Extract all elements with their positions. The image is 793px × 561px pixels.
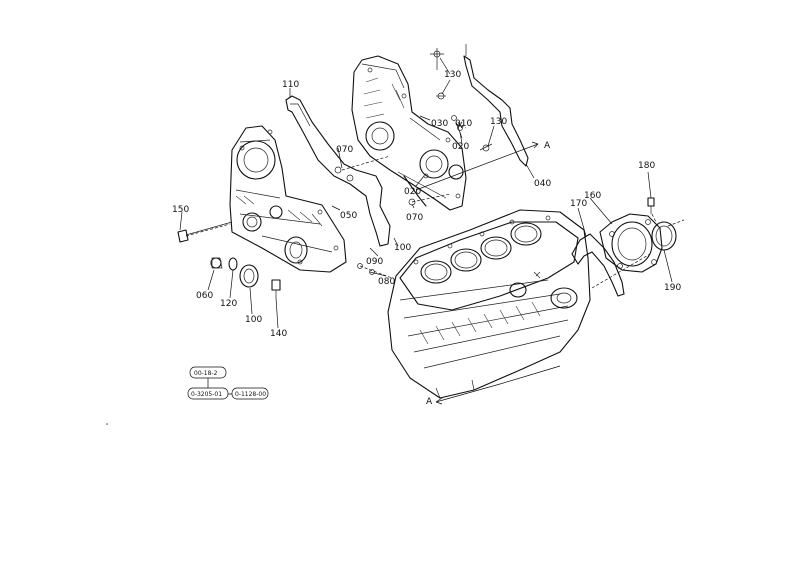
callout-160: 160: [584, 191, 601, 201]
callout-090: 090: [366, 257, 383, 267]
front-cover-gasket: [463, 44, 529, 167]
small-parts-left: [177, 166, 375, 298]
stray-dot: [106, 423, 108, 425]
reference-lines: [185, 123, 685, 289]
datum-label-a-bottom: A: [426, 397, 433, 407]
callout-110: 110: [282, 80, 299, 90]
callout-040: 040: [534, 179, 551, 189]
refcode-left: 0-3205-01: [191, 391, 222, 398]
front-cover: [351, 55, 467, 211]
callout-080: 080: [378, 277, 395, 287]
callout-140: 140: [270, 329, 287, 339]
callout-030: 030: [431, 119, 448, 129]
small-parts-top: [408, 48, 655, 214]
callout-070-top: 070: [336, 145, 353, 155]
rear-oil-seal-case-gasket: [571, 233, 625, 297]
callout-150: 150: [172, 205, 189, 215]
callout-060: 060: [196, 291, 213, 301]
refcode-right: 0-1128-00: [235, 391, 266, 398]
cylinder-block: [387, 209, 591, 399]
leader-lines: [179, 57, 673, 329]
callout-120: 120: [220, 299, 237, 309]
datum-line-a-top: [415, 141, 539, 191]
callout-130-right: 130: [490, 117, 507, 127]
datum-line-a-bottom: [435, 365, 561, 405]
callout-170: 170: [570, 199, 587, 209]
gear-case-gasket: [285, 95, 391, 247]
callout-100-mid: 100: [394, 243, 411, 253]
refcode-top: 00-18-2: [194, 370, 218, 377]
callout-labels: 110 130 030 010 020 130 A 070 020 040 18…: [172, 70, 681, 407]
callout-180: 180: [638, 161, 655, 171]
callout-050: 050: [340, 211, 357, 221]
callout-190: 190: [664, 283, 681, 293]
callout-020-top: 020: [452, 142, 469, 152]
callout-100-bottom: 100: [245, 315, 262, 325]
datum-label-a-top: A: [544, 141, 551, 151]
gear-case: [229, 125, 347, 273]
callout-070-mid: 070: [406, 213, 423, 223]
callout-010: 010: [455, 119, 472, 129]
callout-130-top: 130: [444, 70, 461, 80]
reference-code-group: 00-18-2 0-3205-01 0-1128-00: [187, 366, 269, 400]
refcode-box-right: [231, 387, 269, 400]
refcode-box-top: [189, 366, 227, 379]
refcode-box-left: [187, 387, 229, 400]
rear-oil-seal: [651, 221, 677, 251]
callout-020-mid: 020: [404, 187, 421, 197]
oil-seal-case: [599, 213, 663, 273]
